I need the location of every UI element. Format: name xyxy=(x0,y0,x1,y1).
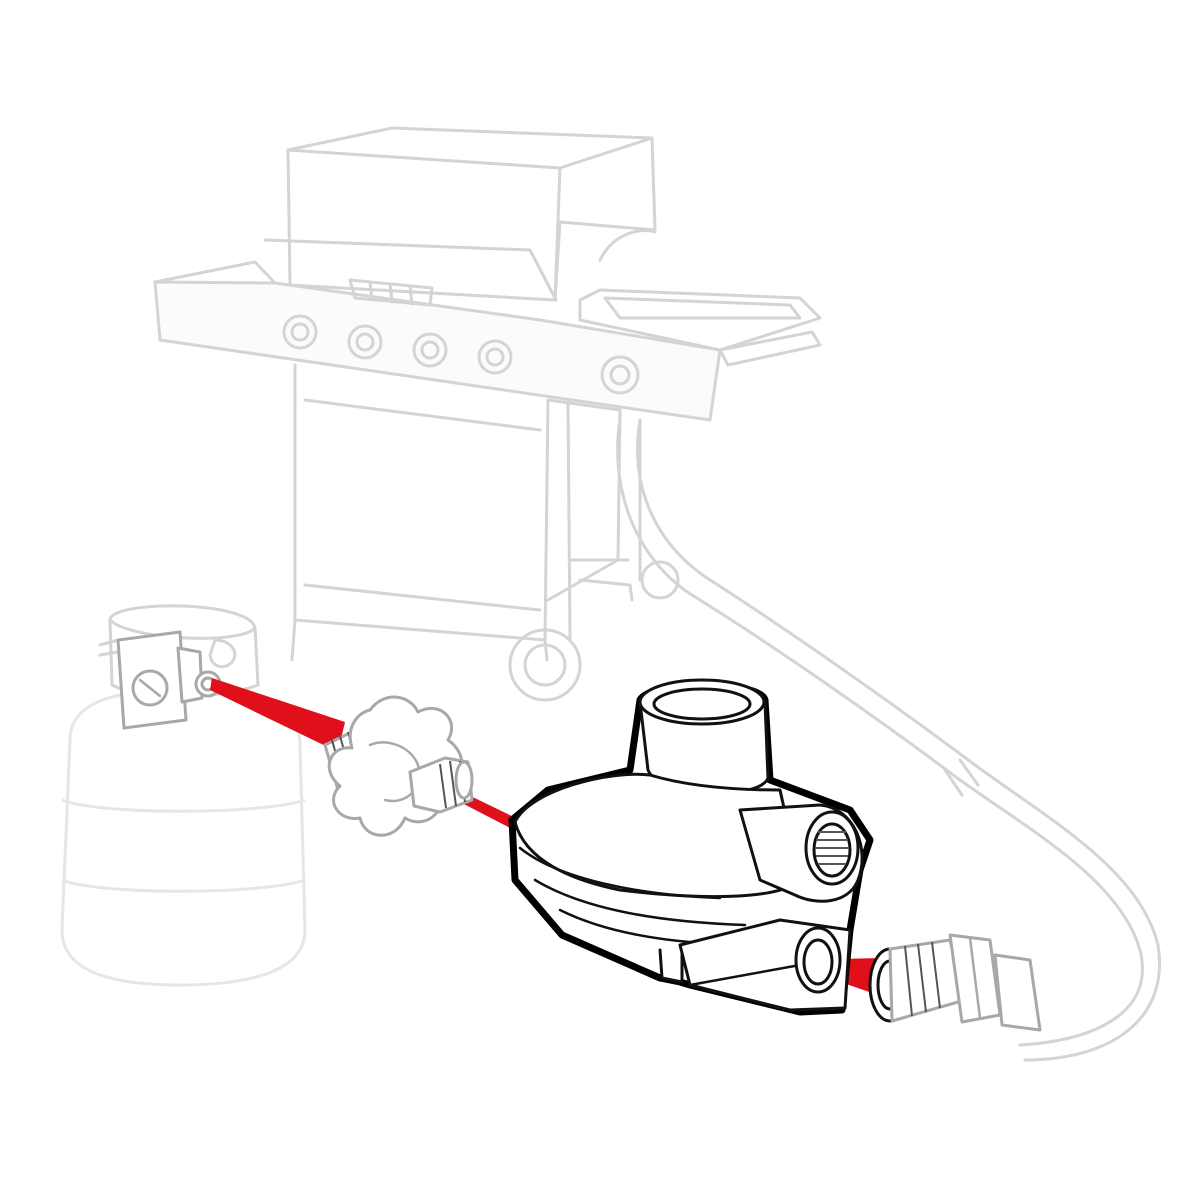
pressure-regulator-icon xyxy=(508,678,874,1016)
grill-icon xyxy=(153,126,822,702)
acme-coupling-nut-icon xyxy=(323,695,474,837)
tank-valve-icon xyxy=(116,630,222,730)
grill-knob-3-icon xyxy=(412,332,448,368)
grill-knob-5-icon xyxy=(600,355,640,395)
gas-hose-icon xyxy=(616,418,1161,1062)
grill-knob-1-icon xyxy=(282,314,318,350)
grill-wheel-icon xyxy=(508,628,582,702)
hose-fitting-icon xyxy=(868,933,1042,1032)
beam-valve-to-coupling xyxy=(210,678,345,752)
grill-knob-2-icon xyxy=(347,324,383,360)
grill-knob-4-icon xyxy=(477,339,513,375)
